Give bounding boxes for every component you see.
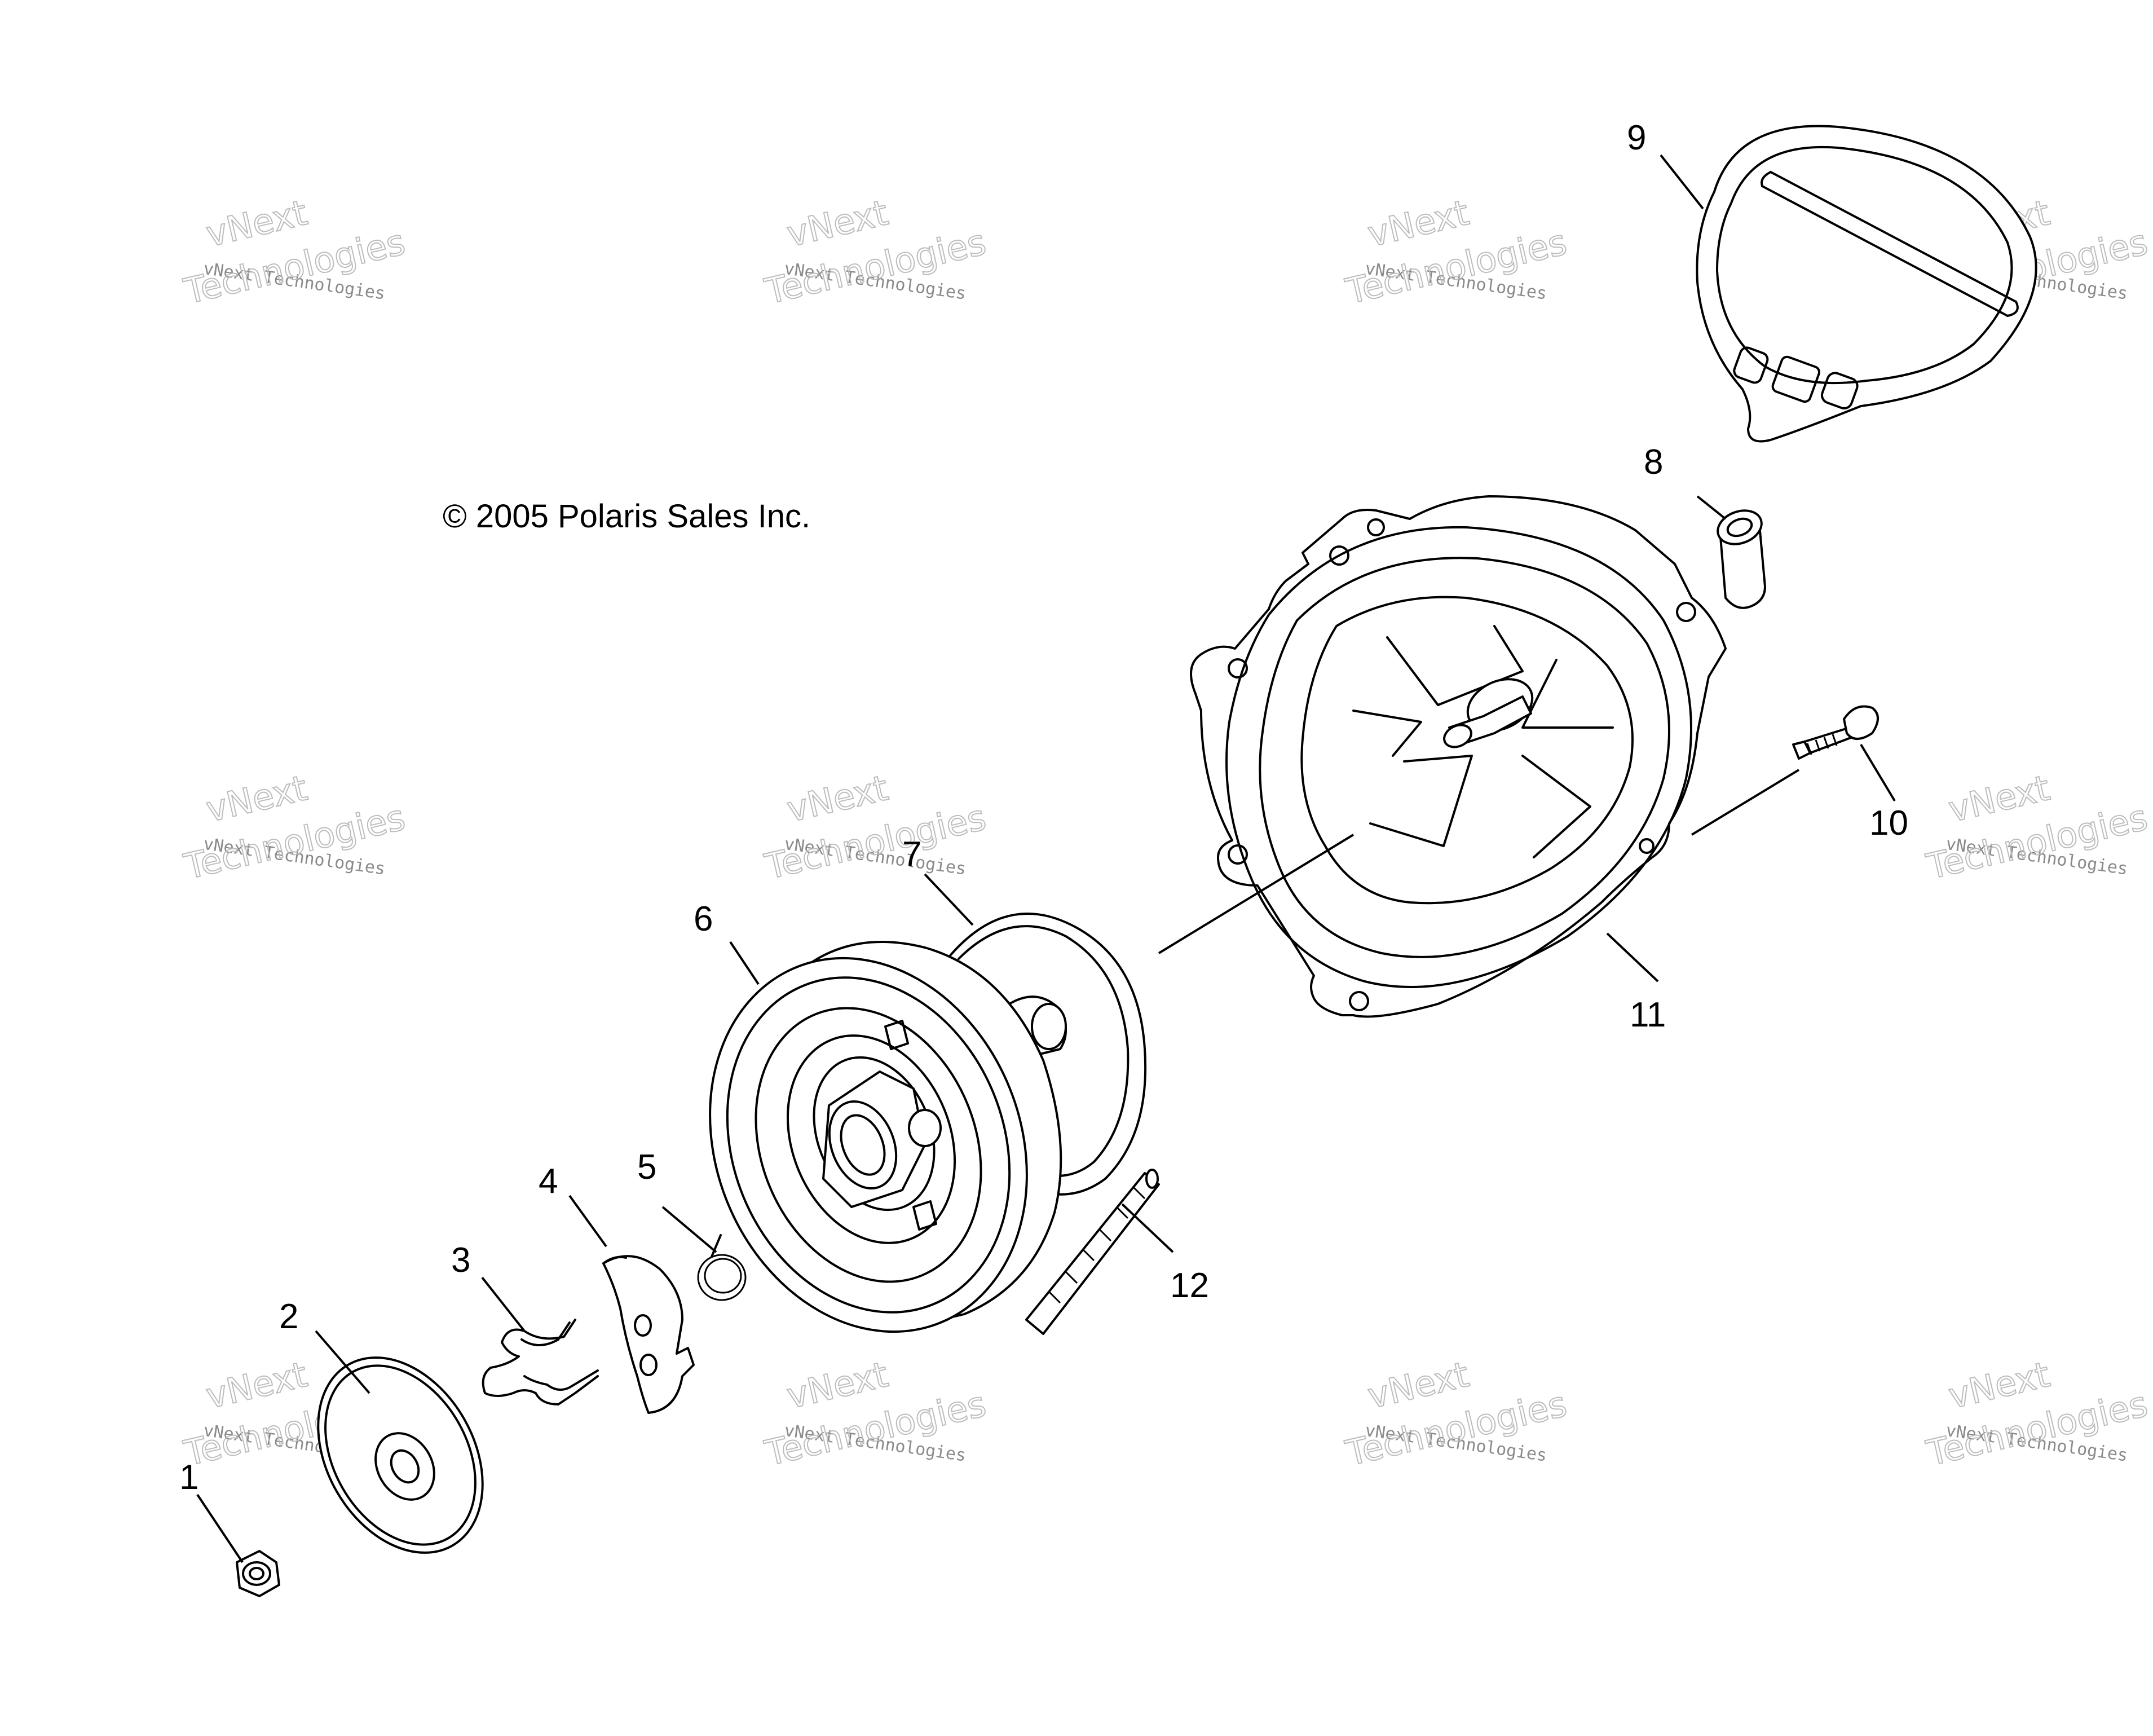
leader-5 xyxy=(661,1206,717,1253)
leader-2 xyxy=(315,1330,370,1394)
watermark: vNext vNext Technologies Technologies xyxy=(1922,1353,2151,1474)
leader-7 xyxy=(924,873,974,926)
leader-10 xyxy=(1860,743,1896,802)
part-6-reel xyxy=(709,941,1062,1333)
callout-6: 6 xyxy=(694,900,713,939)
leader-1 xyxy=(196,1493,244,1563)
part-7-disc xyxy=(946,913,1147,1196)
part-12-rope xyxy=(1025,1169,1160,1335)
part-11-housing xyxy=(1190,495,1727,1018)
watermark: vNext vNext Technologies Technologies xyxy=(760,191,990,312)
leader-9 xyxy=(1660,154,1704,210)
callout-11: 11 xyxy=(1630,995,1666,1034)
copyright-text: © 2005 Polaris Sales Inc. xyxy=(443,498,810,535)
watermark: vNext vNext Technologies Technologies xyxy=(179,766,409,888)
leader-12 xyxy=(1121,1203,1174,1253)
callout-4: 4 xyxy=(539,1162,558,1201)
bolt-centerline xyxy=(1691,769,1800,836)
callout-7: 7 xyxy=(902,835,921,874)
watermark: vNext vNext Technologies Technologies xyxy=(760,1353,990,1474)
leader-lines xyxy=(196,154,1896,1563)
part-1-nut xyxy=(236,1550,280,1597)
part-3-clip xyxy=(482,1319,599,1405)
part-4-pawl xyxy=(602,1255,695,1414)
watermark: vNext vNext Technologies Technologies xyxy=(1922,766,2151,888)
leader-3 xyxy=(481,1276,526,1332)
callout-10: 10 xyxy=(1869,804,1908,843)
part-5-spring xyxy=(697,1234,747,1301)
callout-8: 8 xyxy=(1644,443,1663,482)
watermark: vNext vNext Technologies Technologies xyxy=(179,191,409,312)
callout-labels: 1 2 3 4 5 6 7 8 9 10 11 12 xyxy=(179,118,1908,1497)
part-10-bolt xyxy=(1792,705,1879,760)
callout-2: 2 xyxy=(279,1297,298,1336)
leader-11 xyxy=(1606,932,1659,982)
watermark: vNext vNext Technologies Technologies xyxy=(1341,1353,1570,1474)
callout-3: 3 xyxy=(451,1241,470,1280)
watermark: vNext vNext Technologies Technologies xyxy=(760,766,990,888)
part-8-bushing xyxy=(1717,509,1766,609)
callout-5: 5 xyxy=(637,1148,656,1187)
part-9-handle xyxy=(1696,125,2037,443)
leader-4 xyxy=(568,1195,607,1248)
callout-9: 9 xyxy=(1627,118,1646,157)
watermark: vNext vNext Technologies Technologies xyxy=(1341,191,1570,312)
callout-12: 12 xyxy=(1170,1266,1209,1305)
leader-8 xyxy=(1696,495,1727,520)
leader-6 xyxy=(729,941,760,985)
callout-1: 1 xyxy=(179,1458,198,1497)
centerline xyxy=(1158,834,1355,954)
